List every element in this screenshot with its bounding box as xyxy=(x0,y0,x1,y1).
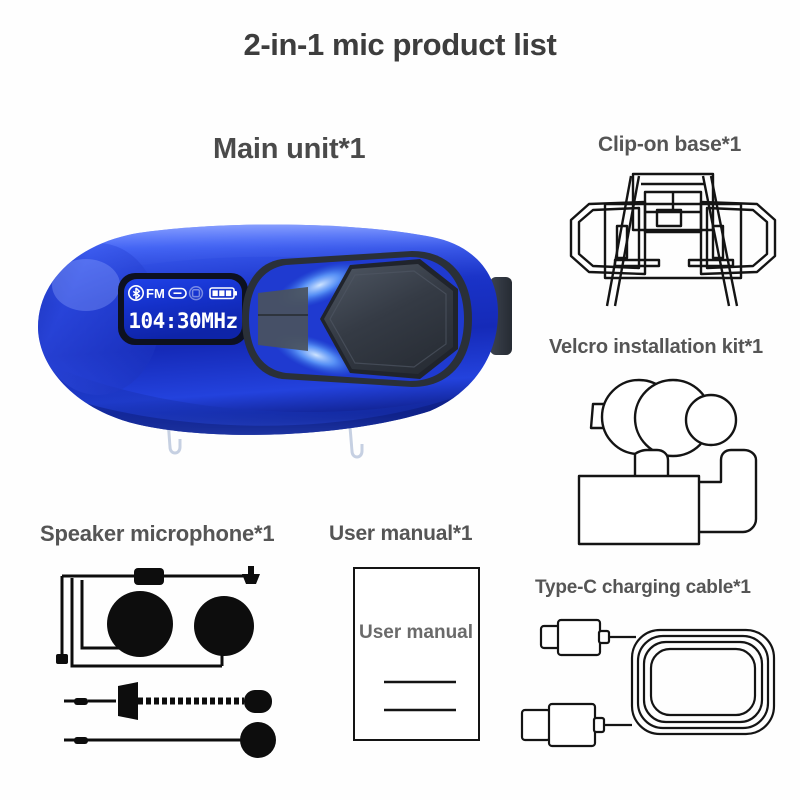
item-label-user-manual: User manual*1 xyxy=(329,522,473,545)
mount-hooks xyxy=(166,419,364,459)
usb-neck-bottom xyxy=(592,716,606,734)
velcro-kit-illustration xyxy=(553,372,793,572)
speaker-driver-right xyxy=(194,596,254,656)
speaker-plug xyxy=(242,566,260,584)
page-title: 2-in-1 mic product list xyxy=(243,27,557,62)
item-label-type-c-cable: Type-C charging cable*1 xyxy=(535,577,751,598)
bluetooth-icon xyxy=(128,285,145,302)
body-nose-specular xyxy=(52,259,120,311)
item-label-speaker-microphone: Speaker microphone*1 xyxy=(40,521,275,546)
item-label-clip-on-base: Clip-on base*1 xyxy=(598,133,742,156)
speaker-microphone-illustration xyxy=(52,560,322,760)
lcd-screen: FM xyxy=(118,273,248,345)
cable-coil-3 xyxy=(642,640,764,724)
body-top-sheen xyxy=(60,224,490,285)
wired-microphone xyxy=(64,722,276,758)
clip-on-base-illustration xyxy=(553,168,793,308)
item-label-main-unit: Main unit*1 xyxy=(213,133,366,165)
usb-housing-bottom xyxy=(547,702,597,748)
battery-icon xyxy=(209,287,237,300)
type-c-cable-illustration xyxy=(508,608,798,758)
speaker-driver-left xyxy=(107,591,173,657)
speaker-end-connector xyxy=(56,654,68,664)
usb-housing-top xyxy=(556,618,602,657)
control-panel xyxy=(242,251,472,387)
lcd-frequency: 104:30MHz xyxy=(128,309,237,333)
hex-button-rim xyxy=(329,270,447,368)
cable-coil-2 xyxy=(636,634,770,730)
user-manual-illustration: User manual xyxy=(340,560,495,750)
speaker-grille-pad xyxy=(258,287,308,351)
boom-microphone xyxy=(64,682,272,720)
manual-cover-text: User manual xyxy=(359,622,473,643)
link-icon xyxy=(168,287,187,299)
aux-icon xyxy=(188,286,204,301)
usb-tip-bottom xyxy=(520,708,552,742)
manual-cover xyxy=(353,567,480,741)
lcd-status-row: FM xyxy=(128,285,237,302)
hex-button xyxy=(324,264,453,374)
lcd-mode-label: FM xyxy=(146,286,165,301)
main-unit-illustration: FM xyxy=(20,215,530,490)
cable-coil-4 xyxy=(649,647,757,717)
inline-control-module xyxy=(134,568,164,585)
cable-coil-1 xyxy=(630,628,776,736)
item-label-velcro-kit: Velcro installation kit*1 xyxy=(549,336,763,358)
usb-neck-top xyxy=(597,629,611,645)
